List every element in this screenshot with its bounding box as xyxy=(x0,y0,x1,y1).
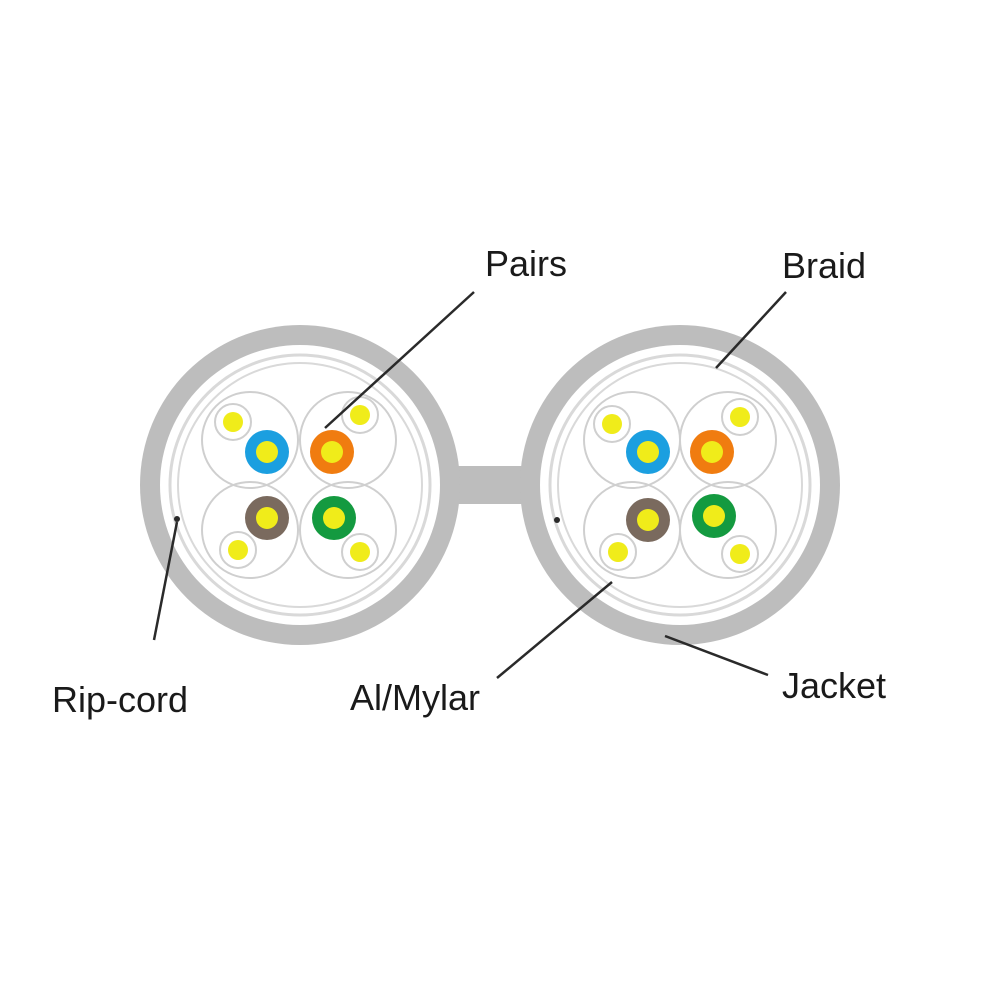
left-pair-tl xyxy=(201,391,299,489)
al-mylar-leader-line xyxy=(496,581,613,679)
right-pair-br xyxy=(679,481,777,579)
right-blue-conductor-core xyxy=(637,441,659,463)
left-rip-cord-dot xyxy=(174,516,180,522)
jacket-leader-line xyxy=(664,634,769,677)
left-brown-conductor-core xyxy=(256,507,278,529)
pairs-leader-line xyxy=(324,291,475,429)
left-white-conductor-core-1 xyxy=(223,412,243,432)
rip-cord-label: Rip-cord xyxy=(52,679,189,720)
left-white-conductor-core-3 xyxy=(228,540,248,560)
right-green-conductor-core xyxy=(703,505,725,527)
jacket-label: Jacket xyxy=(782,665,887,706)
left-pair-br xyxy=(299,481,397,579)
right-cable xyxy=(520,325,840,645)
right-braid-ring xyxy=(557,362,803,608)
braid-leader-line xyxy=(715,291,787,369)
left-blue-conductor-core xyxy=(256,441,278,463)
left-braid-ring xyxy=(177,362,423,608)
pairs-label: Pairs xyxy=(485,243,568,284)
rip-cord-leader-line xyxy=(152,521,179,641)
left-orange-conductor-core xyxy=(321,441,343,463)
right-pair-tr xyxy=(679,391,777,489)
right-rip-cord-dot xyxy=(554,517,560,523)
right-jacket-inner xyxy=(540,345,820,625)
right-orange-conductor-core xyxy=(701,441,723,463)
left-jacket-inner xyxy=(160,345,440,625)
right-white-conductor-core-2 xyxy=(730,407,750,427)
al-mylar-label: Al/Mylar xyxy=(350,677,481,718)
left-mylar-ring xyxy=(168,353,432,617)
braid-label: Braid xyxy=(782,245,867,286)
left-cable xyxy=(140,325,460,645)
right-white-conductor-core-3 xyxy=(608,542,628,562)
left-white-conductor-core-2 xyxy=(350,405,370,425)
left-pair-bl xyxy=(201,481,299,579)
left-green-conductor-core xyxy=(323,507,345,529)
right-white-conductor-core-1 xyxy=(602,414,622,434)
right-brown-conductor-core xyxy=(637,509,659,531)
right-white-conductor-core-4 xyxy=(730,544,750,564)
left-white-conductor-core-4 xyxy=(350,542,370,562)
right-mylar-ring xyxy=(548,353,812,617)
left-pair-tr xyxy=(299,391,397,489)
